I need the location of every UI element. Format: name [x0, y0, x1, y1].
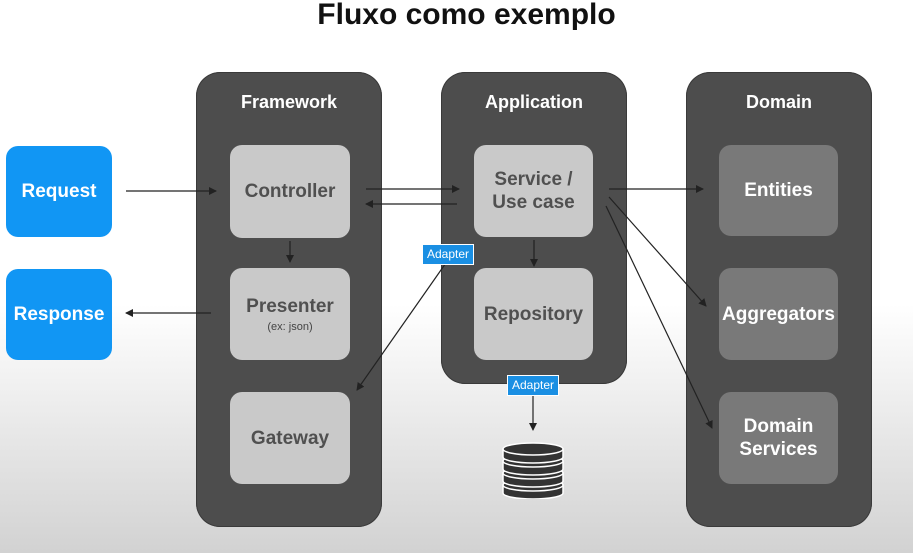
arrow-service-to-aggregators [608, 196, 707, 307]
adapter-label-gateway: Adapter [422, 244, 475, 265]
controller-label: Controller [244, 181, 336, 202]
service-label-line1: Service / [494, 169, 573, 190]
presenter-box: Presenter (ex: json) [230, 268, 350, 360]
aggregators-label: Aggregators [722, 303, 835, 325]
request-label: Request [21, 181, 97, 202]
domain-services-box: Domain Services [719, 392, 838, 484]
gateway-label: Gateway [250, 427, 330, 449]
controller-box: Controller [230, 145, 350, 238]
presenter-label: Presenter [246, 295, 334, 317]
entities-label: Entities [744, 180, 813, 201]
aggregators-box: Aggregators [719, 268, 838, 360]
repository-box: Repository [474, 268, 593, 360]
adapter-label-database: Adapter [507, 375, 560, 396]
request-box: Request [6, 146, 112, 237]
service-label-line2: Use case [492, 192, 575, 213]
domain-services-line1: Domain [743, 416, 814, 437]
database-icon [502, 442, 564, 499]
presenter-note: (ex: json) [267, 320, 313, 333]
framework-title: Framework [240, 92, 338, 112]
arrow-service-to-domain-services [605, 205, 713, 429]
application-title: Application [485, 92, 583, 112]
response-label: Response [13, 304, 105, 325]
arrow-service-to-gateway [356, 259, 449, 391]
entities-box: Entities [719, 145, 838, 236]
response-box: Response [6, 269, 112, 360]
gateway-box: Gateway [230, 392, 350, 484]
diagram-title: Fluxo como exemplo [317, 0, 616, 31]
domain-services-line2: Services [739, 439, 818, 460]
service-usecase-box: Service / Use case [474, 145, 593, 237]
repository-label: Repository [483, 303, 584, 325]
domain-title: Domain [745, 92, 812, 112]
